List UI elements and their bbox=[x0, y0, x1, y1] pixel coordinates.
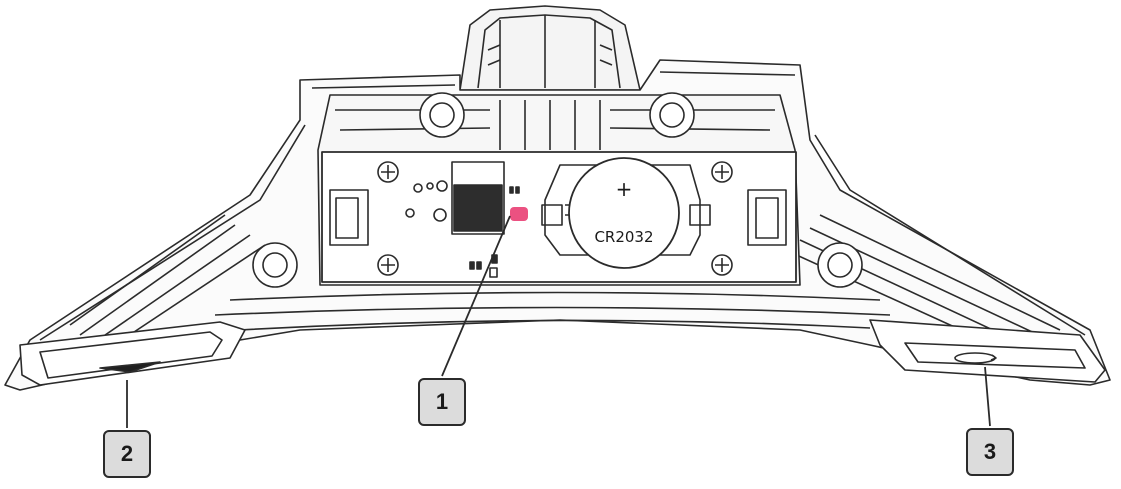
circuit-board bbox=[321, 151, 797, 283]
button-arrow bbox=[19, 321, 246, 386]
board-mount-bottom-left bbox=[377, 254, 399, 276]
microchip bbox=[451, 161, 505, 235]
board-mount-top-left bbox=[377, 161, 399, 183]
callout-3: 3 bbox=[966, 428, 1014, 476]
callout-2: 2 bbox=[103, 430, 151, 478]
callout-1: 1 bbox=[418, 378, 466, 426]
button-circle bbox=[869, 319, 1106, 383]
screw-boss-top-right bbox=[649, 92, 695, 138]
top-tower bbox=[459, 5, 641, 91]
screw-boss-bottom-left bbox=[252, 242, 298, 288]
board-mount-bottom-right bbox=[711, 254, 733, 276]
battery-label: CR2032 bbox=[594, 228, 653, 246]
battery-plus-sign: + bbox=[616, 177, 633, 201]
leader-line-3 bbox=[984, 366, 991, 427]
board-mount-top-right bbox=[711, 161, 733, 183]
coin-cell-battery bbox=[568, 157, 680, 269]
screw-boss-bottom-right bbox=[817, 242, 863, 288]
led-indicator bbox=[510, 207, 528, 221]
screw-boss-top-left bbox=[419, 92, 465, 138]
left-arm-ribs bbox=[69, 214, 266, 349]
leader-line-1 bbox=[441, 215, 511, 377]
